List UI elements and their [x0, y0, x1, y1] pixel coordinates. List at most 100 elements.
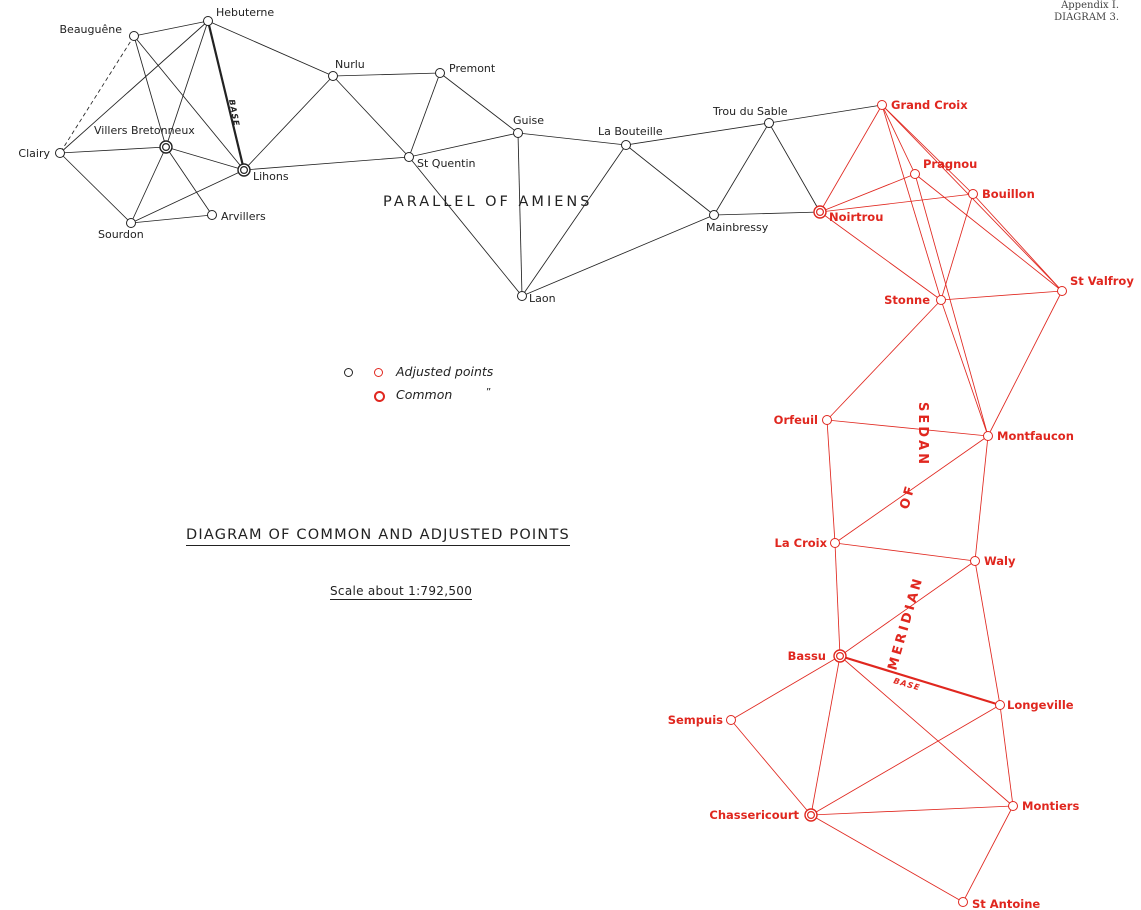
edge-pragnou-stvalfroy: [914, 173, 1063, 292]
edge-lihons-sourdon: [130, 169, 245, 224]
station-stonne: Stonne: [884, 293, 946, 307]
edge-stonne-orfeuil: [826, 299, 942, 421]
station-laon: Laon: [517, 291, 556, 305]
edge-premont-guise: [439, 72, 519, 134]
edge-montfaucon-waly: [974, 435, 989, 562]
edge-villers-lihons: [165, 146, 245, 171]
station-marker-icon: [958, 897, 968, 907]
station-grandcroix: Grand Croix: [877, 98, 968, 112]
edge-sempuis-chassericourt: [730, 719, 812, 816]
edge-hebuterne-villers: [165, 20, 209, 148]
station-stquentin: St Quentin: [404, 152, 476, 170]
station-marker-icon: [822, 415, 832, 425]
station-marker-icon: [709, 210, 719, 220]
station-clairy: Clairy: [18, 147, 65, 160]
station-label-waly: Waly: [984, 554, 1016, 568]
edge-noirtrou-bouillon: [819, 193, 974, 213]
edge-bouillon-stonne: [940, 193, 974, 301]
edge-troudusable-noirtrou: [768, 122, 821, 213]
station-marker-icon: [830, 538, 840, 548]
edge-noirtrou-stonne: [819, 211, 942, 301]
edge-laon-mainbressy: [521, 214, 715, 297]
station-label-mainbressy: Mainbressy: [706, 221, 769, 234]
station-marker-icon: [936, 295, 946, 305]
station-marker-icon: [995, 700, 1005, 710]
station-label-guise: Guise: [513, 114, 544, 127]
legend-black-circle-icon: [344, 368, 353, 377]
station-label-stantoine: St Antoine: [972, 897, 1040, 910]
station-common-ring-icon: [162, 143, 171, 152]
legend-adjusted-label: Adjusted points: [396, 364, 494, 379]
edge-bassu-montiers: [839, 655, 1014, 807]
station-label-sourdon: Sourdon: [98, 228, 144, 241]
station-marker-icon: [328, 71, 338, 81]
sedan-label: SEDAN: [915, 402, 930, 467]
parallel-of-amiens-label: PARALLEL OF AMIENS: [383, 194, 592, 210]
station-bassu: Bassu: [788, 649, 847, 663]
station-label-clairy: Clairy: [18, 147, 50, 160]
edge-beaugene-clairy: [59, 35, 135, 154]
station-label-bassu: Bassu: [788, 649, 826, 663]
station-lihons: Lihons: [237, 163, 289, 183]
edge-montiers-chassericourt: [810, 805, 1014, 816]
station-label-arvillers: Arvillers: [221, 210, 266, 223]
edge-sourdon-arvillers: [130, 214, 213, 224]
edge-stonne-stvalfroy: [940, 290, 1063, 301]
edge-labouteille-mainbressy: [625, 144, 715, 216]
station-guise: Guise: [513, 114, 544, 138]
edge-lacroix-waly: [834, 542, 976, 562]
edge-labouteille-troudusable: [625, 122, 770, 146]
edge-guise-labouteille: [517, 132, 627, 146]
station-label-troudusable: Trou du Sable: [712, 105, 788, 118]
station-label-grandcroix: Grand Croix: [891, 98, 968, 112]
station-bouillon: Bouillon: [968, 187, 1035, 201]
edge-noirtrou-grandcroix: [819, 104, 883, 213]
edge-chassericourt-stantoine: [810, 814, 964, 903]
station-longeville: Longeville: [995, 698, 1074, 712]
station-marker-icon: [970, 556, 980, 566]
station-label-stonne: Stonne: [884, 293, 930, 307]
edge-longeville-montiers: [999, 704, 1014, 807]
station-marker-icon: [813, 205, 827, 219]
station-label-lacroix: La Croix: [775, 536, 828, 550]
station-marker-icon: [1008, 801, 1018, 811]
edge-grandcroix-pragnou: [881, 104, 916, 175]
station-stvalfroy: St Valfroy: [1057, 274, 1134, 296]
station-marker-icon: [804, 808, 818, 822]
legend-common-label: Common: [396, 387, 453, 402]
edge-lihons-nurlu: [243, 75, 334, 171]
station-label-hebuterne: Hebuterne: [216, 6, 274, 19]
station-label-nurlu: Nurlu: [335, 58, 365, 71]
edge-grandcroix-bouillon: [881, 104, 974, 195]
edge-bouillon-stvalfroy: [972, 193, 1063, 292]
station-marker-icon: [983, 431, 993, 441]
edge-montfaucon-lacroix: [834, 435, 989, 544]
appendix-label: Appendix I.: [1061, 0, 1119, 11]
edge-labouteille-laon: [521, 144, 627, 297]
station-marker-icon: [237, 163, 251, 177]
station-noirtrou: Noirtrou: [813, 205, 883, 224]
edge-lihons-stquentin: [243, 156, 410, 171]
station-label-montfaucon: Montfaucon: [997, 429, 1074, 443]
region-labels: PARALLEL OF AMIENS BASE BASE SEDAN OF ME…: [227, 99, 930, 693]
station-label-laon: Laon: [529, 292, 556, 305]
legend-ditto-mark: ”: [486, 387, 492, 398]
edge-beaugene-hebuterne: [133, 20, 209, 37]
station-villers: Villers Bretonneux: [94, 124, 195, 154]
station-hebuterne: Hebuterne: [203, 6, 274, 26]
station-marker-icon: [126, 218, 136, 228]
edge-clairy-sourdon: [59, 152, 132, 224]
station-label-premont: Premont: [449, 62, 496, 75]
edge-mainbressy-noirtrou: [713, 211, 821, 216]
base-line-hebuterne-lihons: [206, 20, 246, 171]
station-waly: Waly: [970, 554, 1016, 568]
station-marker-icon: [621, 140, 631, 150]
edge-hebuterne-nurlu: [207, 20, 334, 77]
edge-grandcroix-stonne: [881, 104, 942, 301]
legend-common-circle-icon: [374, 391, 385, 402]
station-sourdon: Sourdon: [98, 218, 144, 241]
station-common-ring-icon: [806, 810, 815, 819]
station-label-labouteille: La Bouteille: [598, 125, 663, 138]
station-troudusable: Trou du Sable: [712, 105, 788, 128]
